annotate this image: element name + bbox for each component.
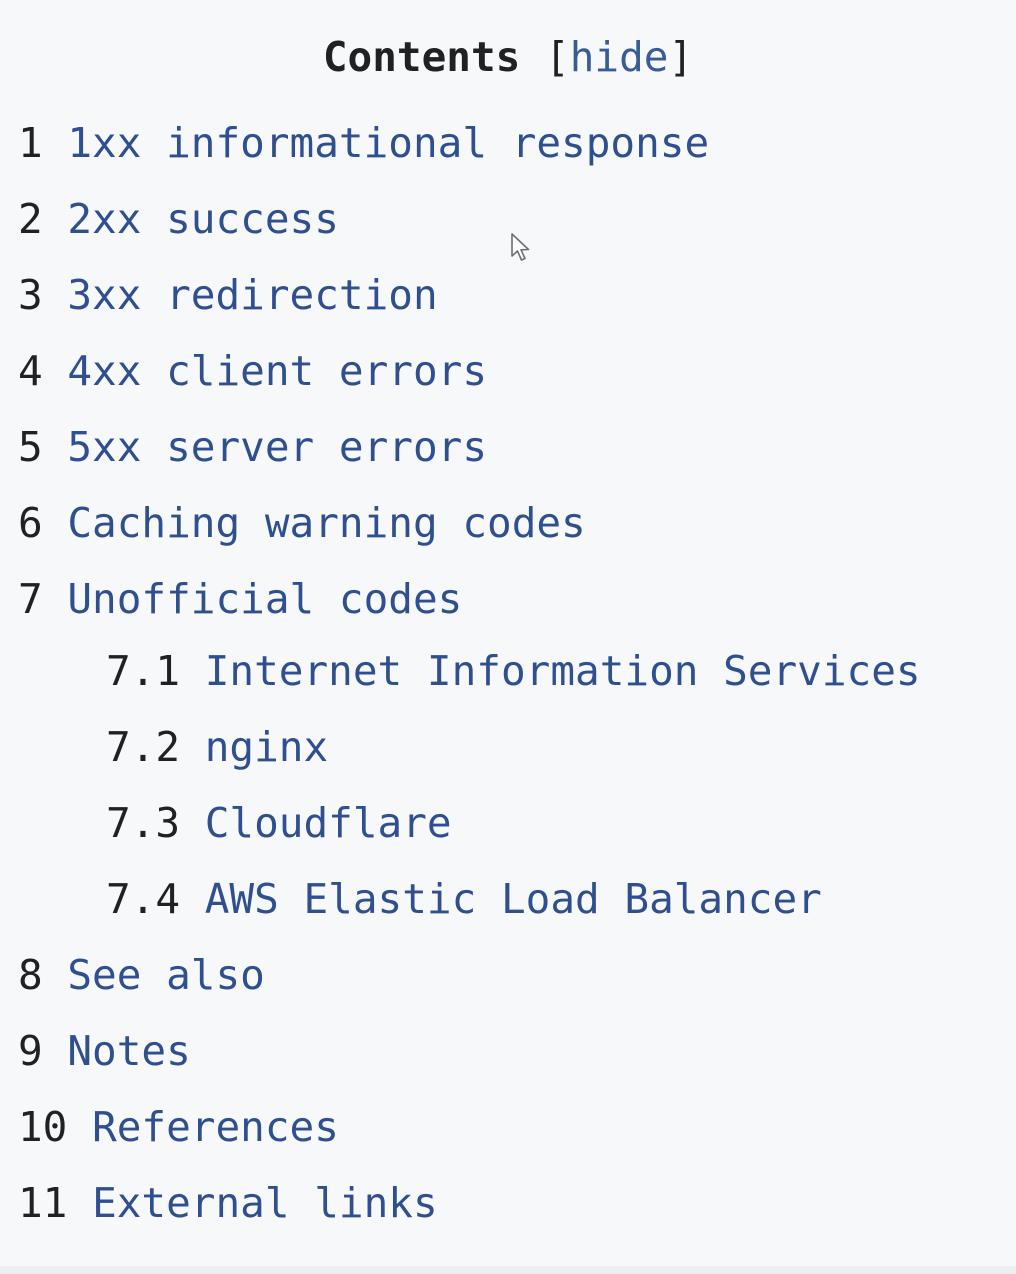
toc-item-label[interactable]: 2xx success: [67, 195, 339, 243]
toc-item-number: 11: [18, 1179, 68, 1227]
toc-item-number: 9: [18, 1027, 43, 1075]
toc-item-number: 1: [18, 119, 43, 167]
toc-item-number: 7.2: [106, 723, 181, 771]
toc-item-number: 6: [18, 499, 43, 547]
toc-item-number: 4: [18, 347, 43, 395]
toc-item-9[interactable]: 9 Notes: [18, 1024, 191, 1078]
toc-item-7[interactable]: 7 Unofficial codes: [18, 572, 462, 626]
toc-item-number: 7.4: [106, 875, 181, 923]
toc-item-label[interactable]: Notes: [67, 1027, 191, 1075]
toc-item-4[interactable]: 4 4xx client errors: [18, 344, 487, 398]
toc-item-number: 2: [18, 195, 43, 243]
toc-item-number: 3: [18, 271, 43, 319]
toc-item-7-4[interactable]: 7.4 AWS Elastic Load Balancer: [106, 872, 822, 926]
toc-item-label[interactable]: External links: [92, 1179, 438, 1227]
toc-item-label[interactable]: AWS Elastic Load Balancer: [204, 875, 822, 923]
toc-item-1[interactable]: 1 1xx informational response: [18, 116, 709, 170]
toc-item-number: 7: [18, 575, 43, 623]
toc-header: Contents [hide]: [0, 30, 1016, 84]
toc-item-10[interactable]: 10 References: [18, 1100, 339, 1154]
toc-item-number: 8: [18, 951, 43, 999]
bottom-edge: [0, 1266, 1016, 1274]
toc-item-label[interactable]: Cloudflare: [204, 799, 452, 847]
toc-item-label[interactable]: 1xx informational response: [67, 119, 710, 167]
toc-item-8[interactable]: 8 See also: [18, 948, 265, 1002]
toc-item-7-3[interactable]: 7.3 Cloudflare: [106, 796, 452, 850]
toc-item-2[interactable]: 2 2xx success: [18, 192, 339, 246]
toc-item-label[interactable]: 3xx redirection: [67, 271, 438, 319]
hide-toc-link[interactable]: hide: [569, 33, 669, 81]
toc-item-label[interactable]: 5xx server errors: [67, 423, 488, 471]
toc-item-label[interactable]: Internet Information Services: [204, 647, 921, 695]
toc-item-number: 5: [18, 423, 43, 471]
toc-item-6[interactable]: 6 Caching warning codes: [18, 496, 586, 550]
toc-item-label[interactable]: nginx: [204, 723, 329, 771]
toc-title: Contents: [322, 33, 521, 81]
toc-item-7-2[interactable]: 7.2 nginx: [106, 720, 328, 774]
toc-item-7-1[interactable]: 7.1 Internet Information Services: [106, 644, 921, 698]
toc-toggle-bracket-open: [: [545, 33, 570, 81]
toc-item-label[interactable]: Unofficial codes: [67, 575, 463, 623]
toc-item-5[interactable]: 5 5xx server errors: [18, 420, 487, 474]
toc-item-11[interactable]: 11 External links: [18, 1176, 438, 1230]
toc-item-label[interactable]: See also: [67, 951, 265, 999]
toc-toggle-bracket-close: ]: [668, 33, 694, 81]
toc-item-label[interactable]: 4xx client errors: [67, 347, 488, 395]
toc-item-number: 10: [18, 1103, 68, 1151]
toc-item-3[interactable]: 3 3xx redirection: [18, 268, 438, 322]
toc-item-label[interactable]: Caching warning codes: [67, 499, 586, 547]
toc-item-number: 7.3: [106, 799, 181, 847]
toc-item-label[interactable]: References: [92, 1103, 339, 1151]
mouse-pointer-icon: [511, 233, 530, 261]
toc-item-number: 7.1: [106, 647, 181, 695]
toc-toggle: [hide]: [545, 33, 693, 81]
